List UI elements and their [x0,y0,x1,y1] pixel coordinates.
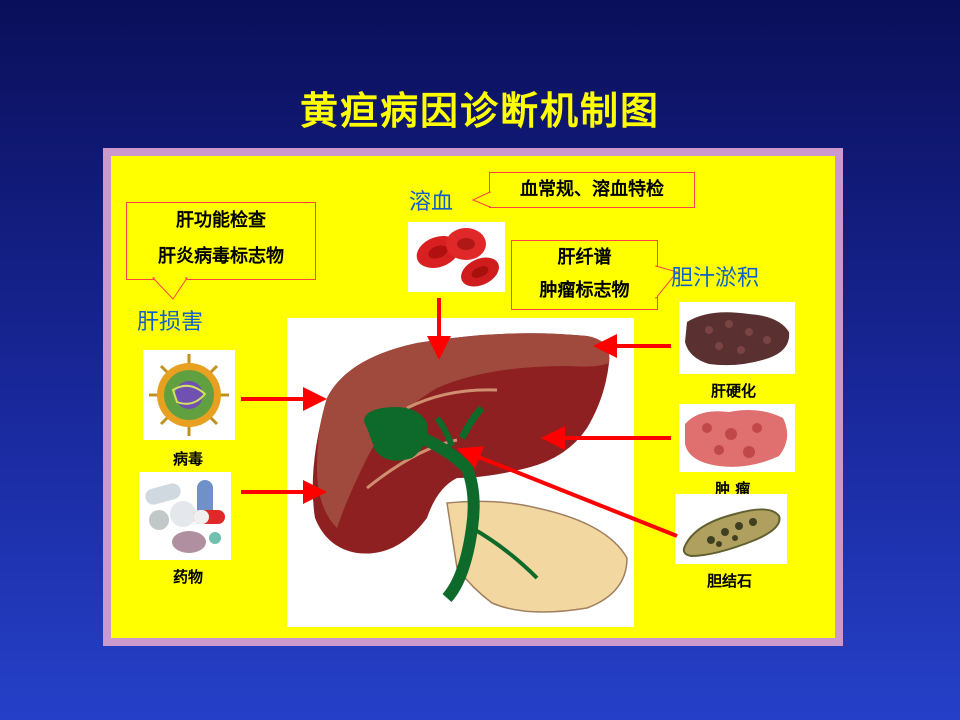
hemolysis-label: 溶血 [409,190,454,215]
callout-pointer-blood [471,191,491,208]
cirrhosis-caption: 肝硬化 [711,382,757,400]
liver-fibrosis-line1: 肝纤谱 [557,247,612,268]
liver-function-line1: 肝功能检查 [176,210,266,231]
virus-caption: 病毒 [173,450,204,468]
drugs-caption: 药物 [173,568,204,586]
liver-function-line2: 肝炎病毒标志物 [158,246,284,267]
blood-test-callout: 血常规、溶血特检 [489,172,695,208]
liver-damage-label: 肝损害 [137,310,204,335]
liver-function-callout: 肝功能检查 肝炎病毒标志物 [126,202,316,280]
callout-pointer-left [151,277,188,300]
tumor-caption: 肿 瘤 [715,480,751,498]
virus-image [143,350,235,440]
callout-pointer-fibrosis [655,265,678,300]
liver-anatomy-image [287,318,634,627]
liver-fibrosis-line2: 肿瘤标志物 [539,280,630,301]
gallstone-caption: 胆结石 [707,572,753,590]
cholestasis-label: 胆汁淤积 [671,266,760,291]
red-blood-cells-image [408,222,505,292]
page-title: 黄疸病因诊断机制图 [299,89,660,133]
cirrhosis-image [679,302,795,374]
arrow-gallstone-to-duct [457,446,678,538]
liver-fibrosis-callout: 肝纤谱 肿瘤标志物 [511,240,658,310]
gallstone-image [675,494,787,564]
diagram-panel: 肝功能检查 肝炎病毒标志物 肝损害 溶血 血常规、溶血特检 [103,148,843,646]
arrows-overlay [241,298,678,538]
tumor-image [679,404,795,472]
drugs-image [139,472,231,560]
diagram-area: 肝功能检查 肝炎病毒标志物 肝损害 溶血 血常规、溶血特检 [111,156,835,638]
